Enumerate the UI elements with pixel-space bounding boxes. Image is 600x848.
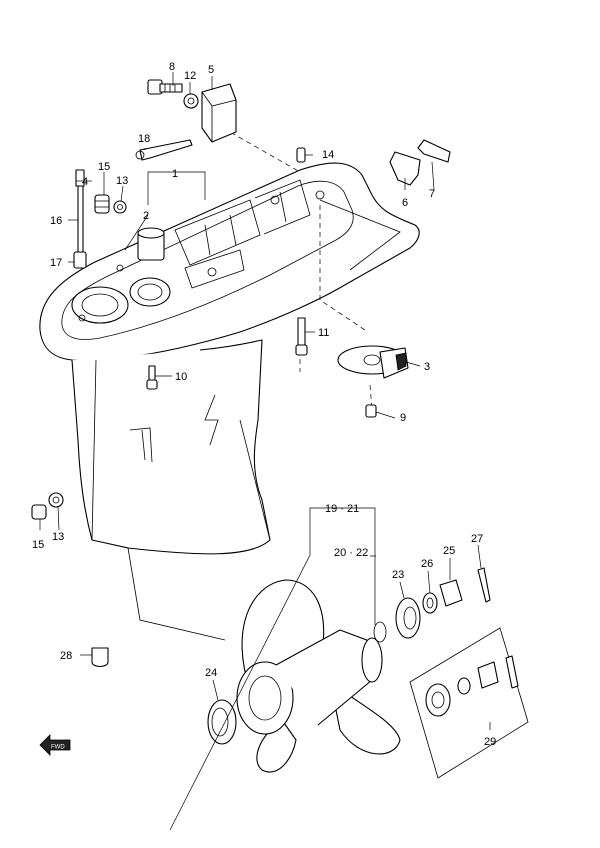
callout-8: 8 [169,61,175,73]
callout-10: 10 [175,371,187,383]
fwd-badge-text: FWD [51,745,65,751]
callout-23: 23 [392,569,404,581]
callout-29: 29 [484,736,496,748]
fwd-direction-badge: FWD [39,734,71,756]
callout-27: 27 [471,533,483,545]
callout-5: 5 [208,64,214,76]
trim-tab-part-3 [337,345,409,379]
washer-part-26 [422,592,438,614]
cotter-pin-part-27 [477,567,491,603]
callout-19-21: 19 · 21 [325,503,359,515]
callout-26: 26 [421,558,433,570]
cap-part-28 [91,647,109,668]
callout-9: 9 [400,412,406,424]
callout-15-lower: 15 [32,539,44,551]
bolt-part-8 [147,79,183,95]
callout-4: 4 [82,176,88,188]
anode-block-part-5 [201,83,237,143]
callout-24: 24 [205,667,217,679]
callout-25: 25 [443,545,455,557]
plug-part-15-lower [31,504,47,520]
callout-11: 11 [318,327,329,339]
callout-2: 2 [143,210,149,222]
callout-17: 17 [50,257,62,269]
washer-part-12 [183,93,199,109]
callout-12: 12 [184,70,196,82]
gear-case [39,162,420,641]
leader-lines [39,72,491,831]
propeller [236,579,401,773]
callout-18: 18 [138,133,150,145]
callout-6: 6 [402,197,408,209]
clip-part-18 [135,139,193,161]
bolt-part-11 [295,317,308,356]
callout-28: 28 [60,650,72,662]
thrust-washer-part-24 [207,699,237,745]
callout-16: 16 [50,215,62,227]
callout-15-upper: 15 [98,161,110,173]
washer-part-13-lower [48,492,64,508]
callouts: 1 2 3 4 5 6 7 8 9 10 11 12 13 13 14 15 1… [32,61,496,748]
callout-7: 7 [429,188,435,200]
bolt-part-9 [365,404,377,418]
callout-13-lower: 13 [52,531,64,543]
plug-part-15-upper [94,194,110,214]
callout-1: 1 [172,168,178,180]
washer-part-13-upper [113,200,127,214]
callout-20-22: 20 · 22 [334,547,368,559]
shift-rod-assembly [73,169,87,269]
callout-13-upper: 13 [116,175,128,187]
bracket-part-6 [389,151,421,186]
nut-part-25 [439,579,463,607]
dowel-pin-part-14 [296,147,306,163]
bracket-part-7 [417,139,451,163]
kit-part-29 [409,627,529,779]
callout-14: 14 [322,149,334,161]
bushing-part-23 [395,597,421,639]
bolt-part-10 [146,365,158,390]
callout-3: 3 [424,361,430,373]
